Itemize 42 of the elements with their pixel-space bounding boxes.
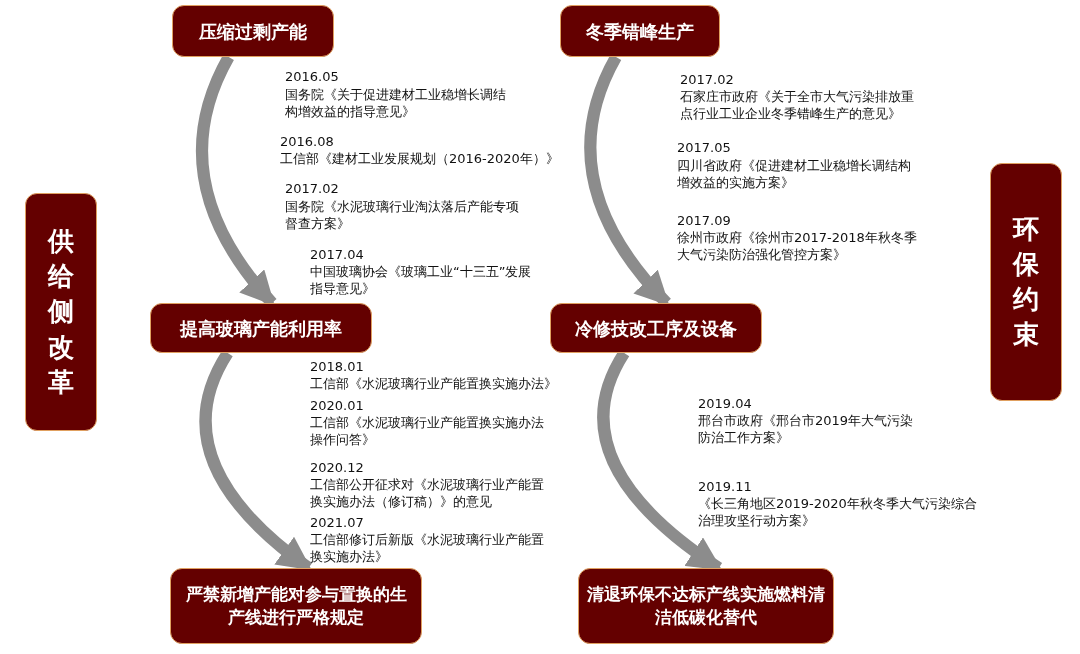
policy-text: 2019.11: [698, 478, 753, 495]
box-text: 供给侧改革: [48, 225, 74, 399]
box-text: 冷修技改工序及设备: [575, 316, 737, 341]
policy-text: 2021.07: [310, 514, 365, 531]
policy-text: 2018.01: [310, 358, 365, 375]
policy-text: 2017.02: [285, 180, 340, 197]
policy-text: 徐州市政府《徐州市2017-2018年秋冬季大气污染防治强化管控方案》: [677, 229, 917, 263]
label-box: [170, 568, 422, 644]
label-box: [172, 5, 334, 57]
box-text: 压缩过剩产能: [199, 19, 307, 44]
label-box: [150, 303, 372, 353]
policy-text: 四川省政府《促进建材工业稳增长调结构增效益的实施方案》: [677, 157, 912, 191]
policy-text: 2017.02: [680, 71, 735, 88]
policy-text: 国务院《关于促进建材工业稳增长调结构增效益的指导意见》: [285, 86, 507, 120]
box-text: 环保约束: [1013, 212, 1039, 352]
policy-text: 工信部《水泥玻璃行业产能置换实施办法》: [310, 375, 558, 392]
policy-text: 2016.08: [280, 133, 335, 150]
policy-text: 工信部《建材工业发展规划（2016-2020年）》: [280, 150, 560, 167]
policy-text: 邢台市政府《邢台市2019年大气污染防治工作方案》: [698, 412, 915, 446]
policy-text: 2017.04: [310, 246, 365, 263]
policy-text: 工信部公开征求对《水泥玻璃行业产能置换实施办法（修订稿）》的意见: [310, 476, 545, 510]
label-box: [560, 5, 720, 57]
box-text: 严禁新增产能对参与置换的生产线进行严格规定: [184, 583, 408, 629]
label-box: [990, 163, 1062, 401]
policy-text: 2019.04: [698, 395, 753, 412]
box-text: 冬季错峰生产: [586, 19, 694, 44]
policy-text: 2020.01: [310, 397, 365, 414]
policy-text: 国务院《水泥玻璃行业淘汰落后产能专项督查方案》: [285, 198, 520, 232]
policy-text: 中国玻璃协会《玻璃工业“十三五”发展指导意见》: [310, 263, 533, 297]
policy-text: 2017.09: [677, 212, 732, 229]
policy-text: 2017.05: [677, 139, 732, 156]
policy-text: 工信部修订后新版《水泥玻璃行业产能置换实施办法》: [310, 531, 545, 565]
policy-text: 2016.05: [285, 68, 340, 85]
label-box: [550, 303, 762, 353]
policy-text: 《长三角地区2019-2020年秋冬季大气污染综合治理攻坚行动方案》: [698, 495, 978, 529]
box-text: 提高玻璃产能利用率: [180, 316, 342, 341]
policy-text: 石家庄市政府《关于全市大气污染排放重点行业工业企业冬季错峰生产的意见》: [680, 88, 915, 122]
policy-text: 2020.12: [310, 459, 365, 476]
label-box: [25, 193, 97, 431]
label-box: [578, 568, 834, 644]
box-text: 清退环保不达标产线实施燃料清洁低碳化替代: [587, 583, 825, 629]
policy-text: 工信部《水泥玻璃行业产能置换实施办法操作问答》: [310, 414, 545, 448]
